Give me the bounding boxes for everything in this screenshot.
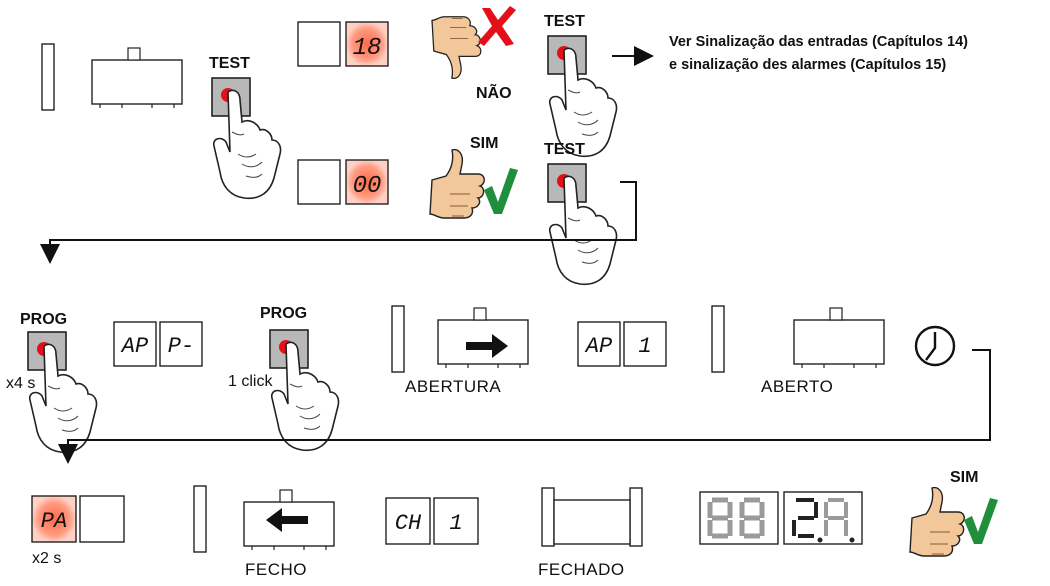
- segment-display-off: [699, 491, 863, 545]
- sim-label-2: SIM: [950, 469, 979, 486]
- display-00-text: 00: [353, 173, 382, 200]
- connector-line-2: [58, 349, 991, 464]
- display-glow-18: [345, 21, 389, 67]
- arrow-right-icon: [466, 334, 508, 358]
- thumbs-up-icon: [429, 148, 485, 219]
- display-ap-text: AP: [120, 334, 148, 359]
- display-p-text: P-: [168, 334, 194, 359]
- sim-label-1: SIM: [470, 135, 499, 152]
- display-ch-box: [385, 497, 431, 545]
- fecho-label: FECHO: [245, 560, 307, 579]
- display-ch-text: CH: [395, 511, 422, 536]
- nao-label: NÃO: [476, 85, 512, 102]
- display-p-box: [159, 321, 203, 367]
- green-check-icon: [484, 168, 518, 214]
- display-one-text: 1: [638, 334, 651, 359]
- x2s-label: x2 s: [32, 550, 62, 567]
- gate-motor-abertura: [437, 307, 529, 369]
- display-ch-one-box: [433, 497, 479, 545]
- prog-label-2: PROG: [260, 305, 308, 322]
- display-pa-text: PA: [41, 509, 67, 534]
- display-ap-box: [113, 321, 157, 367]
- x4s-label: x4 s: [6, 375, 36, 392]
- post-abertura: [391, 305, 405, 373]
- fechado-label: FECHADO: [538, 560, 625, 579]
- test-label-2: TEST: [544, 13, 585, 30]
- display-18-text: 18: [353, 35, 382, 62]
- post-aberto: [711, 305, 725, 373]
- gate-motor-aberto: [793, 307, 885, 369]
- prog-label-1: PROG: [20, 311, 68, 328]
- thumbs-down-icon: [431, 16, 482, 79]
- display-glow-00: [345, 159, 389, 205]
- display-ap2-box: [577, 321, 621, 367]
- post-fecho: [193, 485, 207, 553]
- test-label-1: TEST: [209, 55, 250, 72]
- aberto-label: ABERTO: [761, 377, 834, 396]
- display-blank-left-2: [297, 159, 341, 205]
- display-pa-box: [31, 495, 77, 543]
- test-label-3: TEST: [544, 141, 585, 158]
- note-line-1: Ver Sinalização das entradas (Capítulos …: [669, 34, 968, 50]
- display-ap2-text: AP: [584, 334, 612, 359]
- one-click-label: 1 click: [228, 373, 273, 390]
- display-blank-right: [79, 495, 125, 543]
- connector-line-1: [40, 181, 637, 264]
- display-blank-left: [297, 21, 341, 67]
- display-ch-one-text: 1: [449, 511, 462, 536]
- abertura-label: ABERTURA: [405, 377, 502, 396]
- note-line-2: e sinalização des alarmes (Capítulos 15): [669, 57, 947, 73]
- left-post: [41, 43, 55, 111]
- arrow-left-icon: [266, 508, 308, 532]
- gate-fechado: [541, 487, 643, 547]
- thumbs-up-icon: [909, 486, 965, 557]
- display-one-box: [623, 321, 667, 367]
- clock-icon: [914, 325, 956, 367]
- gate-motor-unit: [91, 47, 183, 109]
- red-cross-icon: [478, 6, 516, 46]
- green-check-icon: [964, 498, 998, 544]
